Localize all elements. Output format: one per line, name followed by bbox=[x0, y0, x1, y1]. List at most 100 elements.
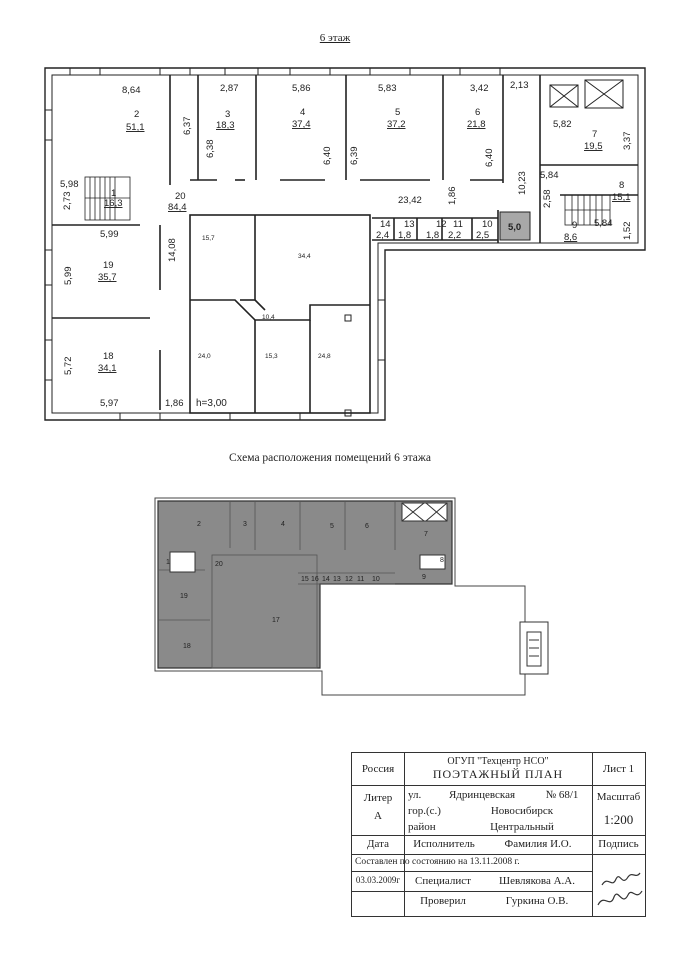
room-number: 18 bbox=[103, 351, 114, 362]
small-room-area: 1,8 bbox=[398, 230, 411, 241]
scheme-room-label: 1 bbox=[166, 559, 170, 566]
room-number: 6 bbox=[475, 107, 480, 118]
vertical-dim: 1,86 bbox=[447, 187, 458, 206]
title-stamp: Россия ОГУП "Техцентр НСО" ПОЭТАЖНЫЙ ПЛА… bbox=[351, 752, 646, 917]
room-area: 84,4 bbox=[168, 202, 187, 213]
stamp-executor-label: Исполнитель bbox=[413, 838, 475, 851]
highlighted-room bbox=[499, 211, 531, 241]
scheme-stairs-left bbox=[169, 551, 196, 573]
vertical-dim: 1,52 bbox=[622, 222, 633, 241]
stamp-city-label: гор.(с.) bbox=[408, 804, 441, 817]
small-room-area: 1,8 bbox=[426, 230, 439, 241]
dim-label: 5,84 bbox=[540, 170, 559, 181]
room-area: 37,2 bbox=[387, 119, 406, 130]
room-area: 15,1 bbox=[612, 192, 631, 203]
vertical-dim: 5,72 bbox=[63, 357, 74, 376]
vertical-dim: 6,37 bbox=[182, 117, 193, 136]
left-stairs bbox=[84, 176, 131, 221]
stamp-compiled-note: Составлен по состоянию на 13.11.2008 г. bbox=[355, 857, 520, 868]
stamp-checked-label: Проверил bbox=[420, 894, 466, 907]
scheme-small-label: 13 bbox=[333, 576, 341, 583]
vertical-dim: 10,23 bbox=[517, 171, 528, 195]
room-area: 21,8 bbox=[467, 119, 486, 130]
scheme-small-label: 14 bbox=[322, 576, 330, 583]
scheme-small-label: 16 bbox=[311, 576, 319, 583]
dim-label: 5,98 bbox=[60, 179, 79, 190]
stamp-specialist-label: Специалист bbox=[415, 874, 471, 887]
vertical-dim: 6,38 bbox=[205, 140, 216, 159]
vertical-dim: 6,39 bbox=[349, 147, 360, 166]
stamp-district-label: район bbox=[408, 820, 436, 833]
stamp-scale-value: 1:200 bbox=[603, 811, 634, 827]
room-number: 7 bbox=[592, 129, 597, 140]
scheme-small-label: 10 bbox=[372, 576, 380, 583]
hall-area: 15,7 bbox=[202, 235, 215, 242]
room-area: 51,1 bbox=[126, 122, 145, 133]
scheme-room-label: 7 bbox=[424, 531, 428, 538]
room-number: 1 bbox=[111, 188, 116, 199]
small-room-number: 13 bbox=[404, 219, 415, 230]
outer-wall bbox=[44, 67, 646, 421]
room-number: 2 bbox=[134, 109, 139, 120]
small-room-number: 14 bbox=[380, 219, 391, 230]
room-area: 34,1 bbox=[98, 363, 117, 374]
elevator-left bbox=[549, 84, 579, 108]
dim-label: 2,13 bbox=[510, 80, 529, 91]
small-room-area: 2,4 bbox=[376, 230, 389, 241]
scheme-stairs-right bbox=[419, 554, 446, 570]
room-area: 16,3 bbox=[104, 198, 123, 209]
stamp-doc-title: ПОЭТАЖНЫЙ ПЛАН bbox=[432, 767, 564, 782]
hall-area: 24,0 bbox=[198, 353, 211, 360]
dim-label: 1,86 bbox=[165, 398, 184, 409]
stamp-country: Россия bbox=[361, 762, 395, 775]
scheme-room-label: 2 bbox=[197, 521, 201, 528]
stamp-liter-label: Литер bbox=[363, 791, 393, 804]
dim-label: 8,64 bbox=[122, 85, 141, 96]
dim-label: 5,82 bbox=[553, 119, 572, 130]
room-number: 5 bbox=[395, 107, 400, 118]
stamp-scale-label: Масштаб bbox=[596, 790, 641, 803]
dim-label: 5,99 bbox=[100, 229, 119, 240]
scheme-room-label: 18 bbox=[183, 643, 191, 650]
hall-area: 15,3 bbox=[265, 353, 278, 360]
inner-wall-line bbox=[51, 74, 639, 414]
dim-label: 5,86 bbox=[292, 83, 311, 94]
scheme-small-label: 15 bbox=[301, 576, 309, 583]
hall-area: 34,4 bbox=[298, 253, 311, 260]
vertical-dim: 2,73 bbox=[62, 192, 73, 211]
room-area: 37,4 bbox=[292, 119, 311, 130]
room-number: 8 bbox=[619, 180, 624, 191]
elevator-right bbox=[584, 79, 624, 109]
handwritten-signature bbox=[597, 872, 643, 906]
room-number: 19 bbox=[103, 260, 114, 271]
right-stairs bbox=[564, 194, 611, 226]
scheme-room-label: 8 bbox=[440, 557, 444, 564]
scheme-room-label: 19 bbox=[180, 593, 188, 600]
window-ticks bbox=[45, 68, 501, 420]
vertical-dim: 2,58 bbox=[542, 190, 553, 209]
location-scheme: 2 3 4 5 6 7 1 20 8 9 19 17 18 15 16 14 1… bbox=[154, 497, 549, 696]
floor-plan: 8,64 2,87 5,86 5,83 3,42 2,13 2 51,1 3 1… bbox=[44, 67, 646, 421]
stamp-district-value: Центральный bbox=[490, 820, 554, 833]
room-number: 3 bbox=[225, 109, 230, 120]
hall-area: 24,8 bbox=[318, 353, 331, 360]
dim-label: 5,83 bbox=[378, 83, 397, 94]
stamp-street-value: Ядринцевская bbox=[448, 788, 516, 801]
scheme-room-label: 6 bbox=[365, 523, 369, 530]
stamp-house: № 68/1 bbox=[545, 788, 579, 801]
dim-label: 2,87 bbox=[220, 83, 239, 94]
stamp-liter-value: А bbox=[374, 809, 382, 822]
scheme-room-label: 17 bbox=[272, 617, 280, 624]
floor-title: 6 этаж bbox=[319, 32, 351, 44]
stamp-date-label: Дата bbox=[367, 838, 389, 851]
stamp-sheet: Лист 1 bbox=[602, 762, 635, 775]
vertical-dim: 3,37 bbox=[622, 132, 633, 151]
dim-label: 5,97 bbox=[100, 398, 119, 409]
small-room-area: 2,2 bbox=[448, 230, 461, 241]
vertical-dim: 6,40 bbox=[322, 147, 333, 166]
stamp-street-label: ул. bbox=[408, 788, 422, 801]
stamp-date-value: 03.03.2009г bbox=[355, 875, 401, 886]
stamp-checked-name: Гуркина О.В. bbox=[505, 894, 569, 907]
dim-label: 23,42 bbox=[398, 195, 422, 206]
vertical-dim: 5,99 bbox=[63, 267, 74, 286]
